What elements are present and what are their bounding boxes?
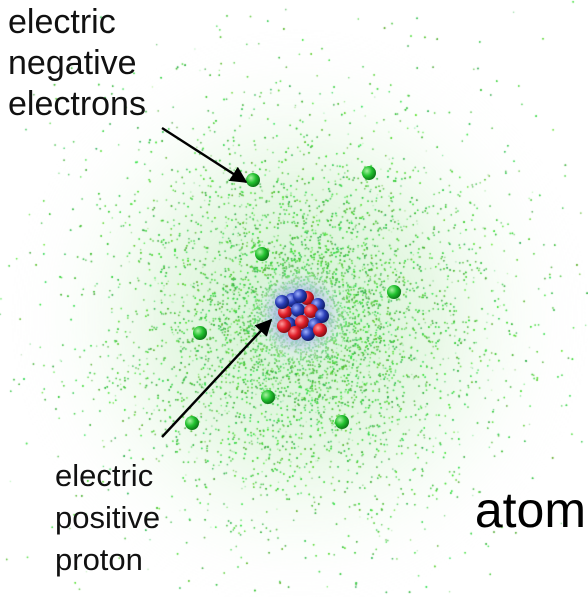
electron: [362, 166, 376, 180]
electron-pointer-arrow: [161, 126, 248, 184]
proton-label-line: positive: [55, 500, 161, 535]
electron-label: electric negative electrons: [8, 2, 146, 125]
electron: [193, 326, 207, 340]
proton-pointer-arrow: [161, 318, 273, 438]
proton-label-line: electric: [55, 458, 154, 493]
neutron: [291, 303, 305, 317]
proton: [277, 319, 291, 333]
electron: [185, 416, 199, 430]
electron: [261, 390, 275, 404]
proton: [295, 315, 309, 329]
neutron: [293, 289, 307, 303]
electron-label-line: negative: [8, 44, 137, 82]
proton-label-line: proton: [55, 542, 143, 577]
electron: [335, 415, 349, 429]
proton: [304, 304, 318, 318]
electron: [255, 247, 269, 261]
electrons: [185, 166, 401, 430]
neutron: [275, 295, 289, 309]
proton: [288, 326, 302, 340]
electron-label-line: electrons: [8, 85, 146, 123]
proton-label: electric positive proton: [55, 455, 160, 581]
atom-title: atom: [474, 482, 586, 538]
nucleus: [258, 273, 342, 357]
electron: [387, 285, 401, 299]
electron-label-line: electric: [8, 3, 116, 41]
proton: [313, 323, 327, 337]
electron: [246, 173, 260, 187]
neutron: [301, 327, 315, 341]
